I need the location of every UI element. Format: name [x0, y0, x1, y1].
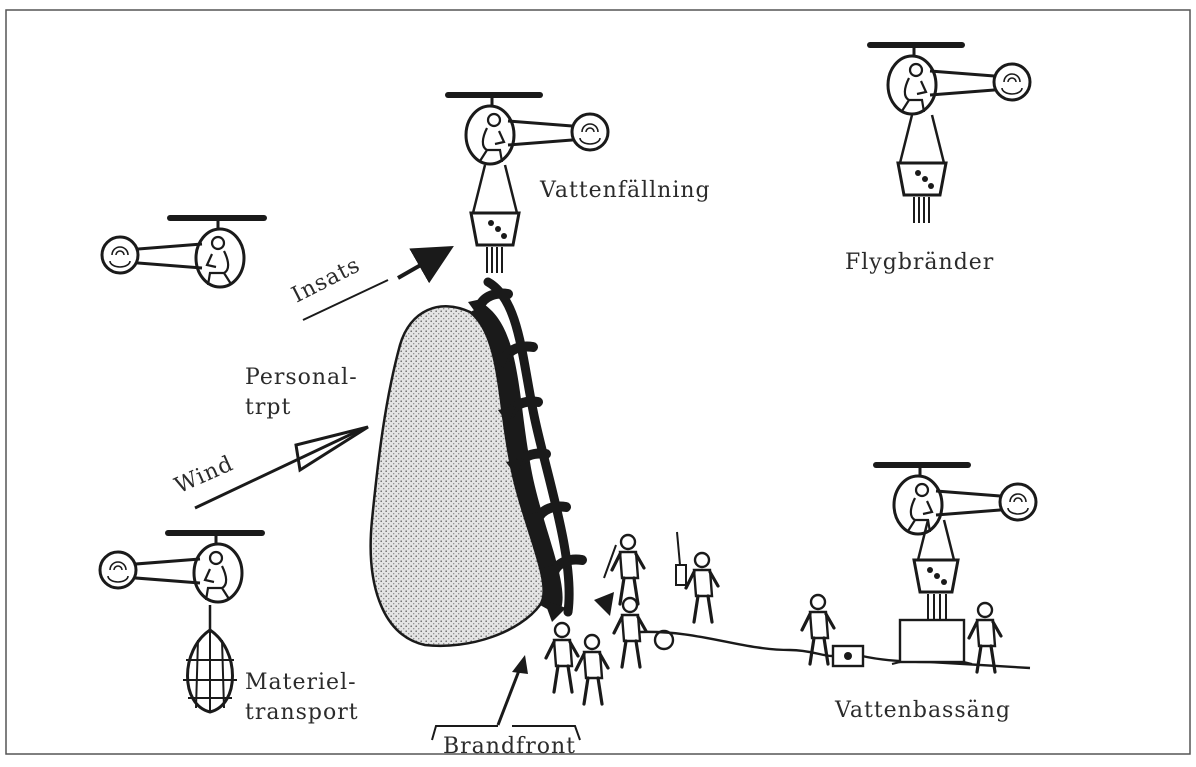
label-fire-front: Brandfront [443, 734, 576, 761]
firefighter-tool [604, 545, 616, 578]
firefighter-icon [686, 553, 718, 622]
helicopter-icon [100, 533, 262, 602]
label-material-transport-line1: Materiel- [245, 670, 357, 697]
pump-icon [833, 646, 863, 666]
label-personnel-transport-line1: Personal- [245, 365, 358, 392]
firefighter-icon [576, 635, 608, 704]
water-tank-icon [892, 620, 972, 664]
label-personnel-transport-line2: trpt [245, 395, 291, 422]
helicopter-icon [448, 95, 608, 164]
firefighter-icon [546, 623, 578, 692]
radio-antenna-icon [676, 532, 686, 585]
water-bucket-icon [898, 115, 946, 223]
label-flying-embers: Flygbränder [845, 250, 994, 277]
label-water-basin: Vattenbassäng [835, 698, 1011, 725]
deployment-arrow [398, 254, 440, 278]
helicopter-icon [876, 465, 1036, 534]
fire-front-arrowhead [594, 592, 614, 616]
label-water-drop: Vattenfällning [540, 178, 711, 205]
cargo-net-icon [183, 605, 237, 712]
water-bucket-icon [471, 165, 519, 273]
helicopter-icon [102, 218, 264, 287]
fire-front-pointer-arrow [498, 655, 528, 725]
helicopter-icon [870, 45, 1030, 114]
label-material-transport-line2: transport [245, 700, 359, 727]
firefighter-icon [969, 603, 1001, 672]
